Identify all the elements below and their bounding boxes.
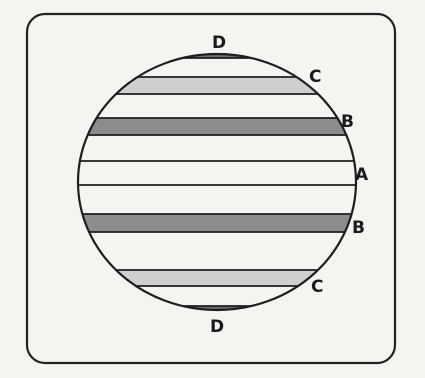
band-b-lower [60,214,380,232]
label-c-upper: C [309,67,321,87]
label-a-middle: A [355,165,369,185]
label-c-lower: C [311,277,323,297]
label-b-lower: B [352,218,365,238]
band-c-upper [60,77,380,94]
label-d-bottom: D [210,317,224,337]
band-c-lower [60,270,380,286]
band-b-upper [60,118,380,135]
band-lines [60,58,380,306]
label-d-top: D [212,33,226,53]
label-b-upper: B [341,112,354,132]
bands-group [60,50,380,314]
